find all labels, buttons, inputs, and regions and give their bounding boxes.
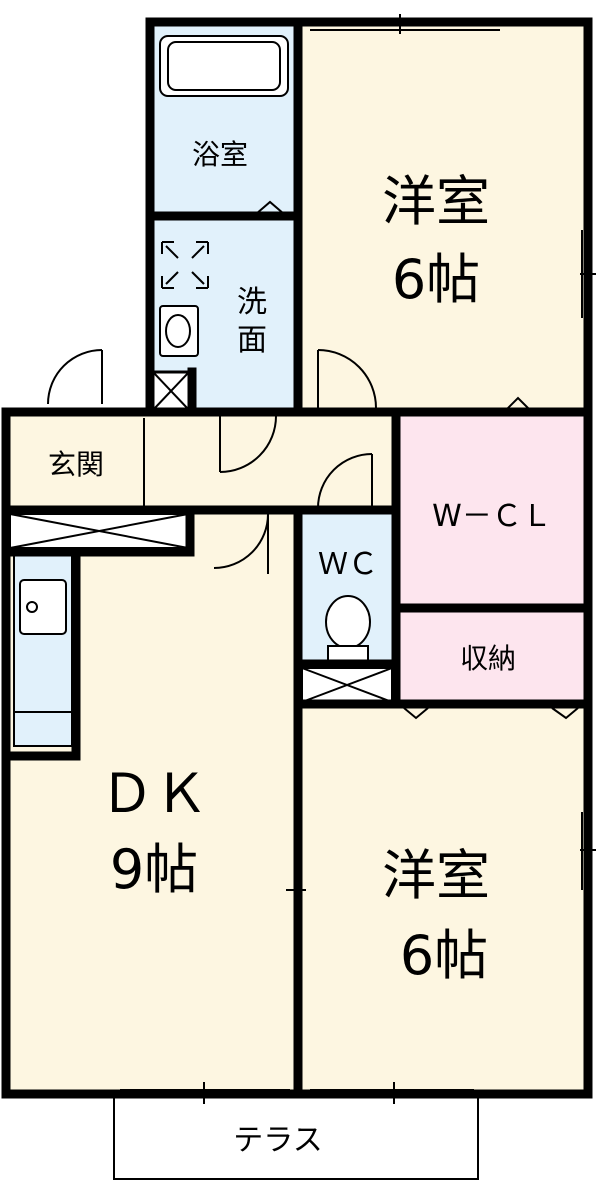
washing-machine-icon <box>161 241 209 289</box>
terrace-label: テラス <box>233 1123 322 1158</box>
washroom-label-line1: 洗 <box>237 285 267 320</box>
bathtub-inner <box>167 41 281 91</box>
wash-basin-bowl-icon <box>165 314 191 348</box>
walk-in-closet-label: W－ＣＬ <box>432 499 552 534</box>
walls <box>1 17 593 1099</box>
dk-label-line1: ＤＫ <box>100 762 208 825</box>
door-swings <box>47 200 579 720</box>
western-top-label-line1: 洋室 <box>382 170 490 233</box>
bath-label: 浴室 <box>192 138 248 171</box>
room-storage <box>396 608 584 704</box>
western-bottom-label-line1: 洋室 <box>382 844 490 907</box>
room-entrance <box>6 412 152 510</box>
room-western-bottom <box>298 704 584 1092</box>
entrance-label: 玄関 <box>48 448 104 481</box>
dk-label-line2: 9帖 <box>110 838 198 901</box>
toilet-label: ＷＣ <box>318 547 378 582</box>
toilet-storage-cross-b <box>301 667 393 703</box>
pipe-shaft-cross-b <box>152 371 190 411</box>
toilet-bowl-icon <box>325 595 371 649</box>
room-western-top <box>298 26 584 412</box>
western-top-label-line2: 6帖 <box>392 248 480 311</box>
dk-upper-storage-cross-b <box>9 513 189 549</box>
room-terrace <box>113 1096 479 1180</box>
kitchen-sink <box>19 579 67 635</box>
kitchen-drain-icon <box>26 601 38 613</box>
washroom-label-line2: 面 <box>237 323 267 358</box>
room-walk-in-closet <box>396 412 584 608</box>
bathtub <box>159 35 289 97</box>
storage-label: 収納 <box>460 642 516 675</box>
western-bottom-label-line2: 6帖 <box>400 924 488 987</box>
room-hall <box>152 412 396 510</box>
